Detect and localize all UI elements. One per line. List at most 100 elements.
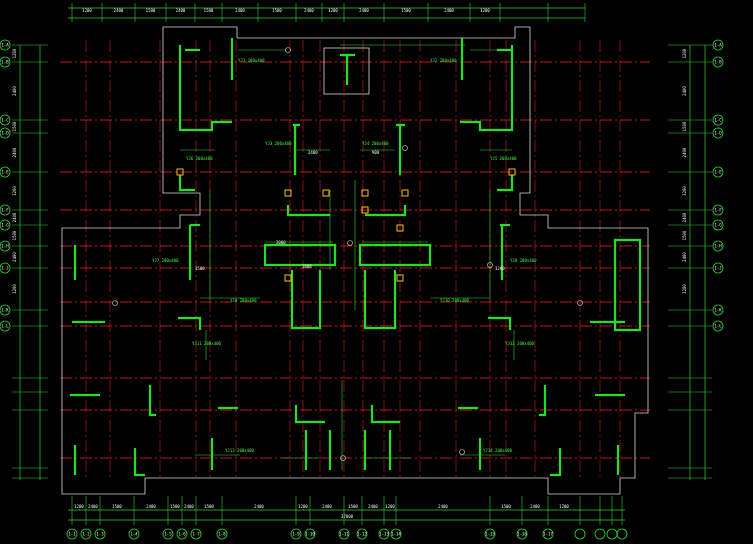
bottom-axis-bubble-label-6: 1-7 xyxy=(192,532,200,537)
left-dim-text-1: 2400 xyxy=(12,86,17,96)
bottom-axis-bubble-label-2: 1-3 xyxy=(96,532,104,537)
wall-segment-19 xyxy=(363,270,397,330)
right-axis-bubble-label-10: 1-L xyxy=(714,324,722,329)
bottom-dim-text-14: 1500 xyxy=(501,504,511,509)
right-axis-bubble-6 xyxy=(712,219,724,231)
right-dim-text-8: 1200 xyxy=(682,284,687,294)
right-axis-bubble-label-6: 1-G xyxy=(714,223,722,228)
left-axis-bubble-2 xyxy=(0,114,11,126)
top-dim-text-6: 1500 xyxy=(272,8,282,13)
left-axis-bubble-label-5: 1-F xyxy=(1,208,9,213)
left-axis-bubble-label-9: 1-K xyxy=(1,308,9,313)
left-dim-text-3: 2400 xyxy=(12,147,17,157)
right-axis-bubble-5 xyxy=(712,204,724,216)
room-label-8: YJ9 200x400 xyxy=(230,298,257,303)
wall-segment-38 xyxy=(133,448,145,477)
bottom-dim-text-3: 2400 xyxy=(146,504,156,509)
bottom-axis-bubble-extra-3 xyxy=(616,528,628,540)
left-axis-bubble-label-4: 1-E xyxy=(1,170,9,175)
right-axis-bubble-8 xyxy=(712,262,724,274)
column-marker-1 xyxy=(508,168,516,176)
right-dim-text-0: 1200 xyxy=(682,48,687,58)
top-dim-text-8: 1200 xyxy=(328,8,338,13)
left-dim-text-2: 1500 xyxy=(12,121,17,131)
bottom-dim-text-11: 2400 xyxy=(368,504,378,509)
right-axis-bubble-label-1: 1-B xyxy=(714,60,722,65)
left-axis-bubble-1 xyxy=(0,56,11,68)
bottom-axis-bubble-12 xyxy=(378,528,390,540)
wall-segment-34 xyxy=(294,405,325,424)
bottom-axis-bubble-label-7: 1-8 xyxy=(218,532,226,537)
bottom-axis-bubble-label-12: 1-13 xyxy=(379,532,389,537)
wall-dim-label-4: 2400 xyxy=(308,150,318,155)
bottom-axis-bubble-16 xyxy=(542,528,554,540)
wall-segment-28 xyxy=(148,385,156,417)
left-axis-bubble-5 xyxy=(0,204,11,216)
column-marker-0 xyxy=(176,168,184,176)
wall-segment-20 xyxy=(263,243,337,267)
left-dim-text-8: 1200 xyxy=(12,284,17,294)
left-axis-bubble-4 xyxy=(0,166,11,178)
room-label-7: YJ8 200x400 xyxy=(510,258,537,263)
bottom-dim-text-6: 1500 xyxy=(204,504,214,509)
bottom-dim-text-1: 2400 xyxy=(88,504,98,509)
bottom-axis-bubble-label-10: 1-11 xyxy=(339,532,349,537)
bottom-axis-bubble-10 xyxy=(338,528,350,540)
bottom-axis-bubble-label-11: 1-12 xyxy=(357,532,367,537)
left-dim-text-0: 1200 xyxy=(12,48,17,58)
column-marker-5 xyxy=(396,224,404,232)
right-axis-bubble-1 xyxy=(712,56,724,68)
bottom-axis-bubble-3 xyxy=(128,528,140,540)
right-axis-bubble-label-9: 1-K xyxy=(714,308,722,313)
reference-marker-3 xyxy=(112,300,118,306)
left-axis-bubble-label-10: 1-L xyxy=(1,324,9,329)
room-label-3: YJ4 200x400 xyxy=(362,141,389,146)
column-marker-7 xyxy=(284,274,292,282)
right-axis-bubble-label-7: 1-H xyxy=(714,244,722,249)
wall-segment-46 xyxy=(340,53,355,85)
top-dim-text-12: 1200 xyxy=(480,8,490,13)
bottom-axis-bubble-label-16: 1-17 xyxy=(543,532,553,537)
wall-segment-21 xyxy=(358,243,432,267)
left-axis-bubble-label-7: 1-H xyxy=(1,244,9,249)
left-dim-text-7: 2400 xyxy=(12,252,17,262)
right-axis-bubble-label-4: 1-E xyxy=(714,170,722,175)
bottom-axis-bubble-label-8: 1-9 xyxy=(292,532,300,537)
building-outline xyxy=(61,26,649,495)
bottom-dim-text-0: 1200 xyxy=(74,504,84,509)
bottom-axis-bubble-label-0: 1-1 xyxy=(68,532,76,537)
reference-marker-4 xyxy=(577,300,583,306)
bottom-dim-text-5: 2400 xyxy=(184,504,194,509)
left-axis-bubble-6 xyxy=(0,219,11,231)
bottom-dim-text-7: 2400 xyxy=(254,504,264,509)
right-dim-text-2: 1500 xyxy=(682,121,687,131)
right-axis-bubble-3 xyxy=(712,127,724,139)
right-axis-bubble-0 xyxy=(712,39,724,51)
outer-wall-outline xyxy=(61,26,649,495)
room-label-2: YJ3 200x400 xyxy=(265,141,292,146)
bottom-dim-text-12: 1200 xyxy=(385,504,395,509)
column-marker-8 xyxy=(322,189,330,197)
bottom-axis-bubble-6 xyxy=(190,528,202,540)
bottom-axis-bubble-15 xyxy=(516,528,528,540)
right-axis-bubble-9 xyxy=(712,304,724,316)
bottom-axis-bubble-label-1: 1-2 xyxy=(82,532,90,537)
bottom-axis-bubble-label-4: 1-5 xyxy=(164,532,172,537)
right-axis-bubble-4 xyxy=(712,166,724,178)
bottom-axis-bubble-8 xyxy=(290,528,302,540)
bottom-axis-bubble-label-5: 1-6 xyxy=(178,532,186,537)
top-dim-text-1: 2400 xyxy=(114,8,124,13)
reference-marker-1 xyxy=(347,240,353,246)
reference-marker-5 xyxy=(402,145,408,151)
bottom-dim-text-13: 2400 xyxy=(438,504,448,509)
left-dim-text-6: 1500 xyxy=(12,230,17,240)
wall-segment-11 xyxy=(497,175,514,192)
left-axis-bubble-3 xyxy=(0,127,11,139)
top-dim-text-4: 1500 xyxy=(204,8,214,13)
bottom-dim-text-16: 1200 xyxy=(559,504,569,509)
room-label-6: YJ7 200x400 xyxy=(152,258,179,263)
bottom-axis-bubble-11 xyxy=(356,528,368,540)
left-axis-bubble-10 xyxy=(0,320,11,332)
bottom-axis-bubble-extra-0 xyxy=(574,528,586,540)
